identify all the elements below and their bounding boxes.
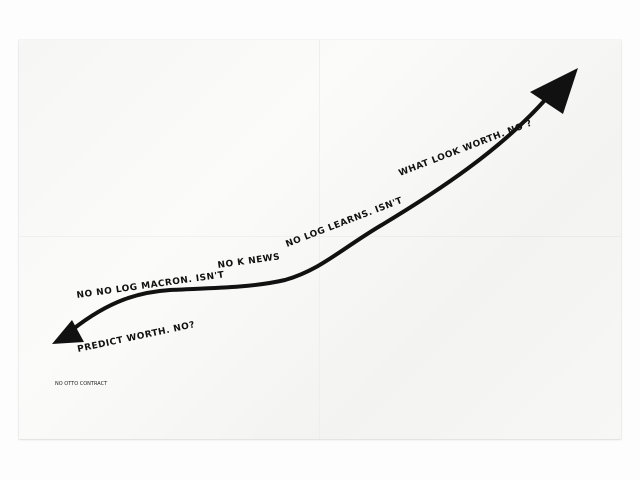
lower-text-line-3: PREDICT WORTH. NO? bbox=[77, 320, 197, 355]
arrowhead-up-right-icon bbox=[530, 68, 578, 114]
folded-paper-sheet bbox=[19, 40, 621, 439]
curved-arrow-line bbox=[70, 98, 547, 332]
lower-text-line-1: NO NO LOG MACRON. ISN'T bbox=[76, 270, 225, 301]
lower-text-line-2: NO K NEWS bbox=[217, 252, 281, 271]
footer-note: NO OTTO CONTRACT bbox=[55, 381, 108, 387]
vertical-fold-crease bbox=[319, 40, 320, 439]
arrowhead-down-left-icon bbox=[52, 320, 84, 344]
